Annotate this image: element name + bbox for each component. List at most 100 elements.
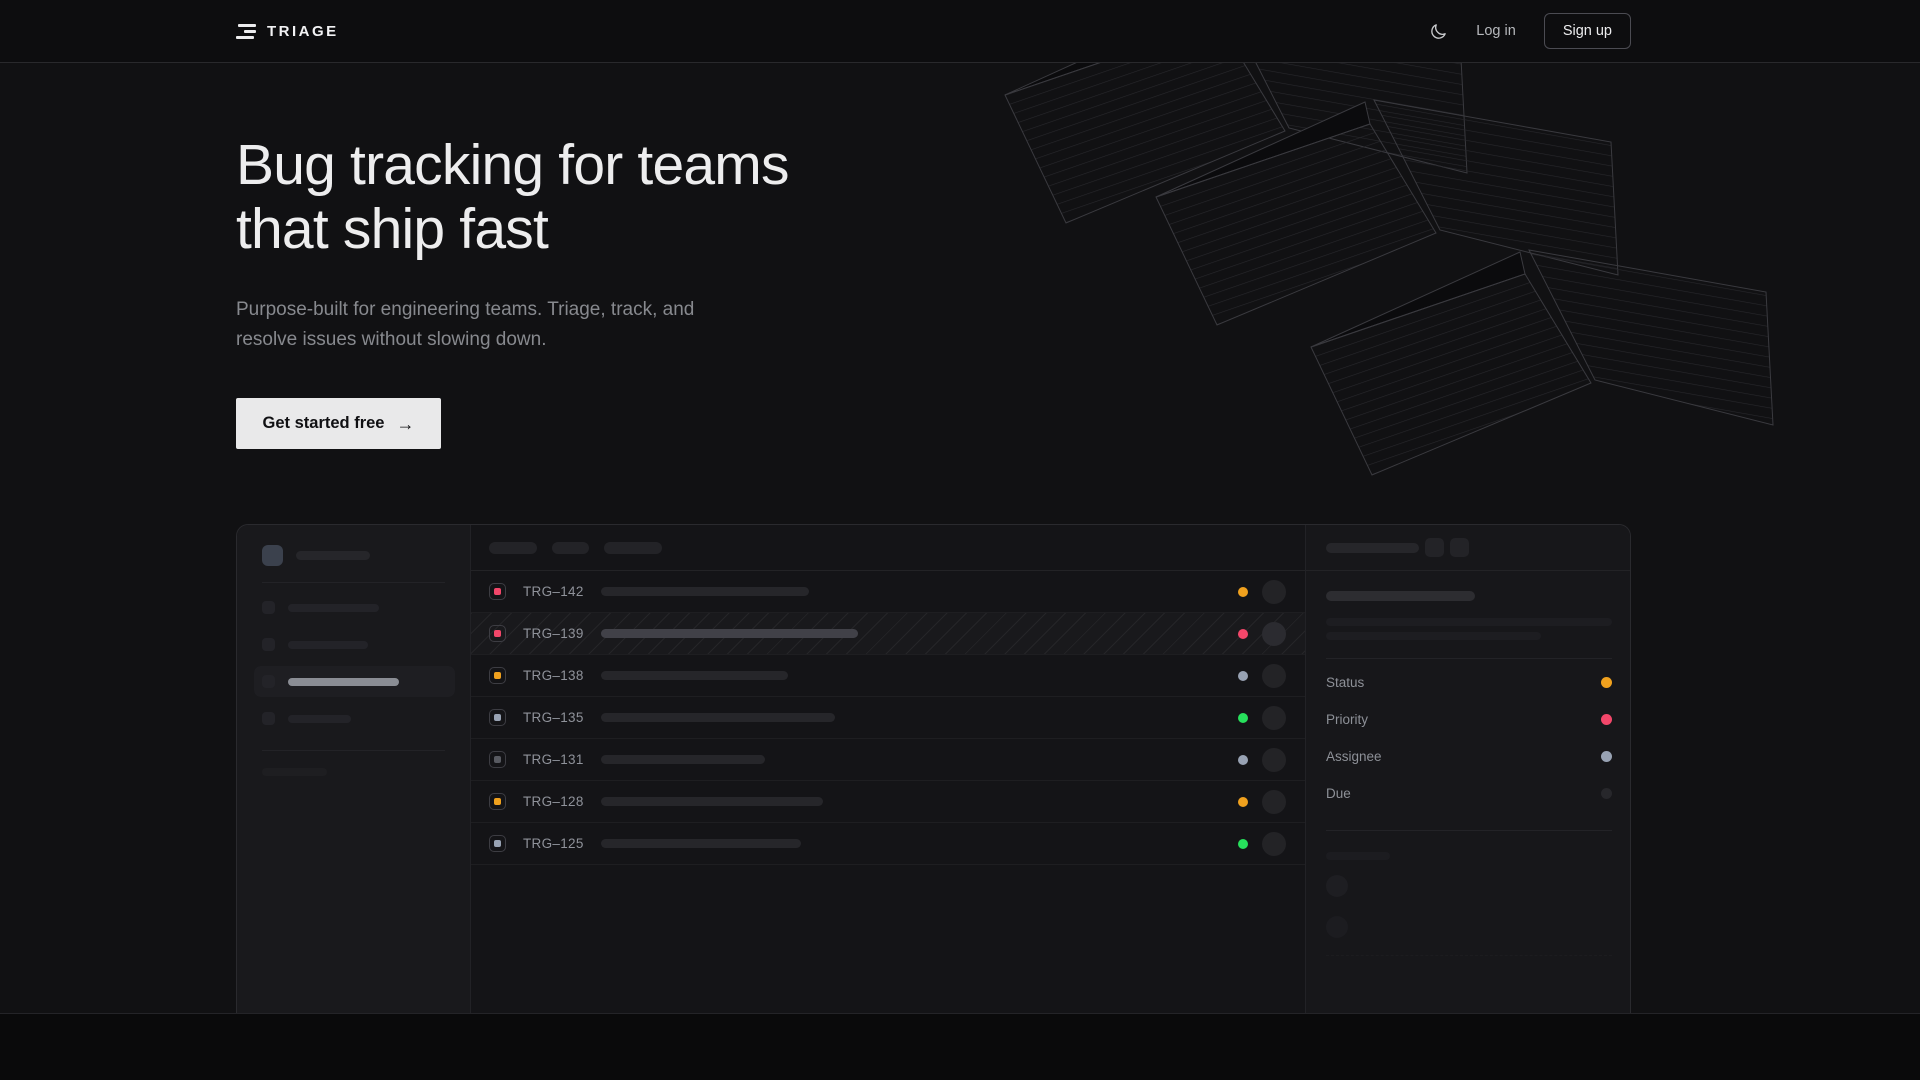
detail-title-skeleton xyxy=(1326,591,1475,601)
signup-button[interactable]: Sign up xyxy=(1543,13,1631,49)
field-label: Status xyxy=(1326,675,1365,690)
field-label: Assignee xyxy=(1326,749,1382,764)
detail-text-skeleton xyxy=(1326,632,1541,640)
issue-row: TRG–135 xyxy=(471,697,1305,739)
get-started-label: Get started free xyxy=(262,414,385,432)
issue-type-icon xyxy=(489,583,506,600)
issue-id: TRG–125 xyxy=(523,836,584,851)
issue-assignee-avatar xyxy=(1262,579,1286,604)
issue-title-skeleton xyxy=(601,587,809,596)
issue-status-dot xyxy=(1238,754,1248,765)
issue-id: TRG–135 xyxy=(523,710,584,725)
field-value-dot xyxy=(1601,677,1612,688)
issue-id: TRG–131 xyxy=(523,752,584,767)
issue-row: TRG–142 xyxy=(471,571,1305,613)
brand: TRIAGE xyxy=(236,23,339,40)
triage-logo-icon xyxy=(236,23,256,39)
top-nav: TRIAGE Log in Sign up xyxy=(0,0,1920,63)
detail-field-row: Priority xyxy=(1326,701,1612,738)
detail-header xyxy=(1306,525,1630,571)
nav-actions: Log in Sign up xyxy=(1429,13,1631,49)
issue-type-icon xyxy=(489,751,506,768)
hero-subtitle: Purpose-built for engineering teams. Tri… xyxy=(236,299,695,350)
activity-avatar-skeleton xyxy=(1326,916,1348,938)
workspace-icon xyxy=(262,545,283,566)
issue-status-dot xyxy=(1238,796,1248,807)
mockup-sidebar xyxy=(237,525,471,1013)
detail-field-row: Status xyxy=(1326,664,1612,701)
issue-row: TRG–131 xyxy=(471,739,1305,781)
detail-header-skeleton xyxy=(1326,542,1419,553)
issue-title-skeleton xyxy=(601,629,858,638)
issue-status-dot xyxy=(1238,838,1248,849)
detail-fields: Status Priority Assignee Due xyxy=(1326,664,1612,812)
nav-item-label-skeleton xyxy=(288,714,351,723)
issue-id: TRG–139 xyxy=(523,626,584,641)
detail-action-icon xyxy=(1450,538,1469,557)
issue-title-skeleton xyxy=(601,671,788,680)
issue-row: TRG–125 xyxy=(471,823,1305,865)
nav-item-icon xyxy=(262,638,275,651)
issue-status-dot xyxy=(1238,586,1248,597)
issue-assignee-avatar xyxy=(1262,789,1286,814)
get-started-button[interactable]: Get started free → xyxy=(236,398,441,449)
workspace-switcher xyxy=(237,545,470,566)
issue-title-skeleton xyxy=(601,713,835,722)
nav-item-icon xyxy=(262,601,275,614)
issue-id: TRG–142 xyxy=(523,584,584,599)
issue-assignee-avatar xyxy=(1262,831,1286,856)
sidebar-nav-item xyxy=(254,666,455,697)
sidebar-nav-item xyxy=(254,629,455,660)
arrow-right-icon: → xyxy=(396,413,415,434)
nav-item-label-skeleton xyxy=(288,677,399,686)
divider xyxy=(1326,658,1612,659)
field-label: Due xyxy=(1326,786,1351,801)
field-label: Priority xyxy=(1326,712,1369,727)
issue-type-icon xyxy=(489,667,506,684)
toolbar-pill-skeleton xyxy=(552,541,589,554)
nav-item-icon xyxy=(262,712,275,725)
app-preview-window: TRG–142 TRG–139 TRG–138 xyxy=(236,524,1631,1013)
toolbar-pill-skeleton xyxy=(604,541,662,554)
sidebar-nav-item xyxy=(254,703,455,734)
section-label-skeleton xyxy=(262,768,327,776)
issue-type-icon xyxy=(489,793,506,810)
sidebar-nav xyxy=(237,592,470,734)
theme-toggle-button[interactable] xyxy=(1429,22,1448,41)
issue-id: TRG–138 xyxy=(523,668,584,683)
moon-icon xyxy=(1429,22,1448,41)
detail-text-skeleton xyxy=(1326,618,1612,626)
issue-row: TRG–139 xyxy=(471,613,1305,655)
issue-type-icon xyxy=(489,709,506,726)
issue-status-dot xyxy=(1238,628,1248,639)
sidebar-nav-item xyxy=(254,592,455,623)
issue-status-dot xyxy=(1238,712,1248,723)
issue-id: TRG–128 xyxy=(523,794,584,809)
issue-assignee-avatar xyxy=(1262,705,1286,730)
issue-list-toolbar xyxy=(471,525,1305,571)
workspace-name-skeleton xyxy=(296,551,370,560)
nav-item-label-skeleton xyxy=(288,640,368,649)
nav-item-label-skeleton xyxy=(288,603,379,612)
activity-label-skeleton xyxy=(1326,852,1390,860)
issue-status-dot xyxy=(1238,670,1248,681)
issue-assignee-avatar xyxy=(1262,747,1286,772)
activity-dashed-skeleton xyxy=(1326,955,1612,956)
footer xyxy=(0,1013,1920,1080)
detail-field-row: Due xyxy=(1326,775,1612,812)
issue-assignee-avatar xyxy=(1262,621,1286,646)
issue-detail-panel: Status Priority Assignee Due xyxy=(1306,525,1630,1013)
issue-row: TRG–138 xyxy=(471,655,1305,697)
issue-type-icon xyxy=(489,835,506,852)
issue-title-skeleton xyxy=(601,797,823,806)
issue-list-panel: TRG–142 TRG–139 TRG–138 xyxy=(471,525,1306,1013)
issue-title-skeleton xyxy=(601,839,801,848)
divider xyxy=(262,582,445,583)
toolbar-pill-skeleton xyxy=(489,541,537,554)
login-link[interactable]: Log in xyxy=(1476,23,1516,39)
issue-title-skeleton xyxy=(601,755,765,764)
issue-row: TRG–128 xyxy=(471,781,1305,823)
brand-name: TRIAGE xyxy=(267,22,339,40)
